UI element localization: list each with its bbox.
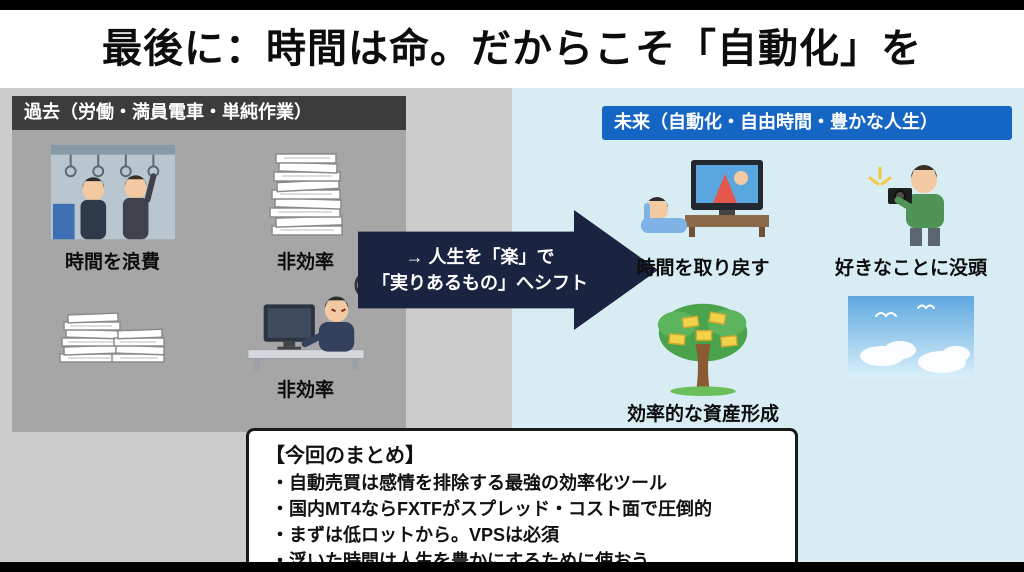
summary-bullet: ・国内MT4ならFXTFがスプレッド・コスト面で圧倒的 (271, 499, 712, 520)
summary-bullet: ・まずは低ロットから。VPSは必須 (271, 525, 560, 546)
bottom-letterbox-bar (0, 562, 1024, 572)
past-item-label: 非効率 (276, 379, 334, 401)
paper-stack-icon (268, 152, 343, 236)
summary-bullet: ・自動売買は感情を排除する最強の効率化ツール (271, 473, 667, 493)
future-grid: 時間を取り戻す 好き (600, 140, 1014, 426)
past-panel: 過去（労働・満員電車・単純作業） (12, 96, 406, 432)
summary-box: 【今回のまとめ】 ・自動売買は感情を排除する最強の効率化ツール ・国内MT4なら… (246, 428, 798, 572)
future-item-money-tree: 効率的な資産形成 (602, 296, 804, 426)
future-item-label: 好きなことに没頭 (834, 257, 987, 279)
past-item-papers: 非効率 (211, 140, 400, 274)
future-item-photographer: 好きなことに没頭 (810, 154, 1012, 280)
photographer-icon (868, 164, 944, 246)
slide-title: 最後に：時間は命。だからこそ「自動化」を (102, 27, 922, 71)
past-panel-header: 過去（労働・満員電車・単純作業） (12, 96, 406, 130)
past-item-paper-piles (18, 280, 207, 402)
summary-heading: 【今回のまとめ】 (265, 445, 425, 467)
desk-worker-icon (246, 296, 365, 370)
shift-arrow-line1: → 人生を「楽」で (405, 246, 555, 267)
future-panel: 未来（自動化・自由時間・豊かな人生） 時間を取り戻す (600, 106, 1014, 425)
past-item-label: 時間を浪費 (64, 251, 160, 273)
future-item-tv-relax: 時間を取り戻す (602, 154, 804, 280)
crowded-train-icon (50, 144, 175, 239)
money-tree-icon (657, 303, 748, 396)
summary-list: ・自動売買は感情を排除する最強の効率化ツール ・国内MT4ならFXTFがスプレッ… (265, 470, 779, 572)
future-item-label: 時間を取り戻す (636, 257, 770, 279)
blue-sky-icon (848, 295, 974, 378)
past-item-label: 非効率 (276, 251, 334, 273)
top-letterbox-bar (0, 0, 1024, 10)
past-grid: 時間を浪費 (12, 130, 406, 406)
tv-relax-icon (641, 159, 769, 237)
future-item-sky (810, 295, 1012, 426)
paper-piles-icon (58, 311, 165, 363)
past-item-train: 時間を浪費 (18, 140, 207, 274)
future-item-label: 効率的な資産形成 (626, 403, 779, 425)
shift-arrow-line2: 「実りあるもの」へシフト (372, 273, 588, 293)
shift-arrow-text: → 人生を「楽」で 「実りあるもの」へシフト (362, 210, 598, 330)
future-panel-header: 未来（自動化・自由時間・豊かな人生） (602, 106, 1012, 140)
